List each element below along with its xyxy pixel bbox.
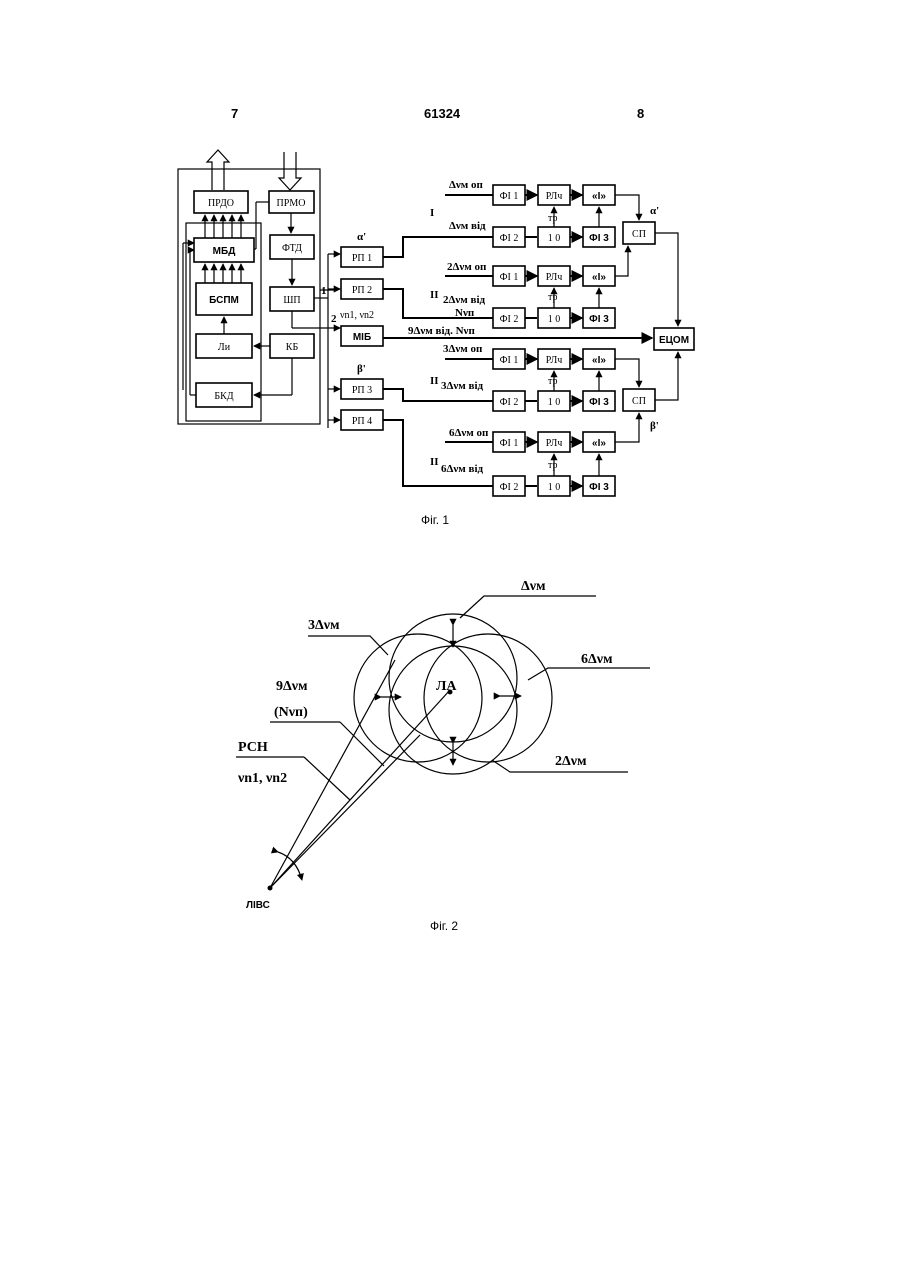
rp4-label: РП 4 [352,416,372,427]
etsom-label: ЕЦОМ [659,335,689,346]
fi2-label-4: ФІ 2 [500,482,519,493]
bus-label-1: 1 [321,285,327,297]
fi3-label-1: ФІ 3 [589,233,609,244]
three-delta-label: 3Δνм [308,618,340,633]
integrator-label-1: «І» [592,191,606,202]
roman-1: I [430,207,434,219]
shp-label: ШП [283,295,300,306]
integrator-label-2: «І» [592,272,606,283]
nu-n-label: νn1, νn2 [237,771,287,786]
d3-op-label: 3Δνм оп [443,343,483,355]
fi2-label-2: ФІ 2 [500,314,519,325]
trigger-bits-2: 1 0 [548,314,561,325]
prmo-label: ПРМО [277,198,306,209]
fi1-label-2: ФІ 1 [500,272,519,283]
trigger-bits-1: 1 0 [548,233,561,244]
ftd-label: ФТД [282,243,302,254]
prdo-label: ПРДО [208,198,234,209]
integrator-label-4: «І» [592,438,606,449]
li-label: Ли [218,342,231,353]
integrator-label-3: «І» [592,355,606,366]
livs-label: ЛІВС [246,900,270,911]
rsn-label: РСН [238,740,268,755]
mbd-label: МБД [213,246,236,257]
vn-label: νn1, νn2 [340,310,374,321]
delta-nu-top-label: Δνм [521,579,546,594]
channel-group-2: 3Δνм оп ФІ 1 РЛч «І» 3Δνм від ФІ 2 1 0 т… [441,343,678,496]
rlch-label-1: РЛч [546,191,563,202]
d1-op-label: Δνм оп [449,179,484,191]
d2-op-label: 2Δνм оп [447,261,487,273]
d6-vid-label: 6Δνм від [441,463,484,475]
mib-label: МІБ [353,332,371,343]
la-label: ЛА [436,679,457,694]
alpha-label-sp: α' [650,205,659,217]
sp-label-2: СП [632,396,646,407]
channel-group-1: Δνм оп ФІ 1 РЛч «І» Δνм від ФІ 2 1 0 тр … [443,179,678,328]
fi3-label-2: ФІ 3 [589,314,609,325]
beta-label-rp: β' [357,363,366,375]
two-delta-label: 2Δνм [555,754,587,769]
bkd-label: БКД [214,391,233,402]
trigger-bits-3: 1 0 [548,397,561,408]
fi1-label-4: ФІ 1 [500,438,519,449]
n-nu-label: (Nνп) [274,705,308,720]
tr-label-4: тр [548,460,558,471]
fi1-label-3: ФІ 1 [500,355,519,366]
fi1-label-1: ФІ 1 [500,191,519,202]
bspm-label: БСПМ [209,295,239,306]
d3-vid-label: 3Δνм від [441,380,484,392]
six-delta-label: 6Δνм [581,652,613,667]
n-nu-label: Nνп [455,307,475,319]
rlch-label-2: РЛч [546,272,563,283]
d6-op-label: 6Δνм оп [449,427,489,439]
roman-2b: II [430,375,439,387]
rp1-label: РП 1 [352,253,372,264]
sp-label-1: СП [632,229,646,240]
nine-delta-label: 9Δνм [276,679,308,694]
figure-1: ПРДО МБД БСПМ Ли БКД ПРМО ФТД ШП КБ [178,150,694,527]
circle-left [354,634,482,762]
beta-label-sp: β' [650,420,659,432]
figure-2: Δνм 3Δνм 6Δνм 9Δνм (Nνп) РСН νn1, νn2 2Δ… [236,579,650,933]
output-hollow-arrow [207,150,229,190]
fi2-label-3: ФІ 2 [500,397,519,408]
alpha-label-rp: α' [357,231,366,243]
fi3-label-4: ФІ 3 [589,482,609,493]
kb-label: КБ [286,342,299,353]
roman-2a: II [430,289,439,301]
tr-label-2: тр [548,292,558,303]
fi2-label-1: ФІ 2 [500,233,519,244]
rp2-label: РП 2 [352,285,372,296]
tr-label-1: тр [548,213,558,224]
d2-vid-label: 2Δνм від [443,294,486,306]
d1-vid-label: Δνм від [449,220,486,232]
mib-output-label: 9Δνм від. Nνп [408,325,475,337]
fi3-label-3: ФІ 3 [589,397,609,408]
rlch-label-4: РЛч [546,438,563,449]
rlch-label-3: РЛч [546,355,563,366]
bus-label-2: 2 [331,313,337,325]
tr-label-3: тр [548,376,558,387]
input-hollow-arrow [279,152,301,190]
figure-2-caption: Фіг. 2 [430,919,458,933]
roman-2c: II [430,456,439,468]
figure-1-caption: Фіг. 1 [421,513,449,527]
trigger-bits-4: 1 0 [548,482,561,493]
rp3-label: РП 3 [352,385,372,396]
